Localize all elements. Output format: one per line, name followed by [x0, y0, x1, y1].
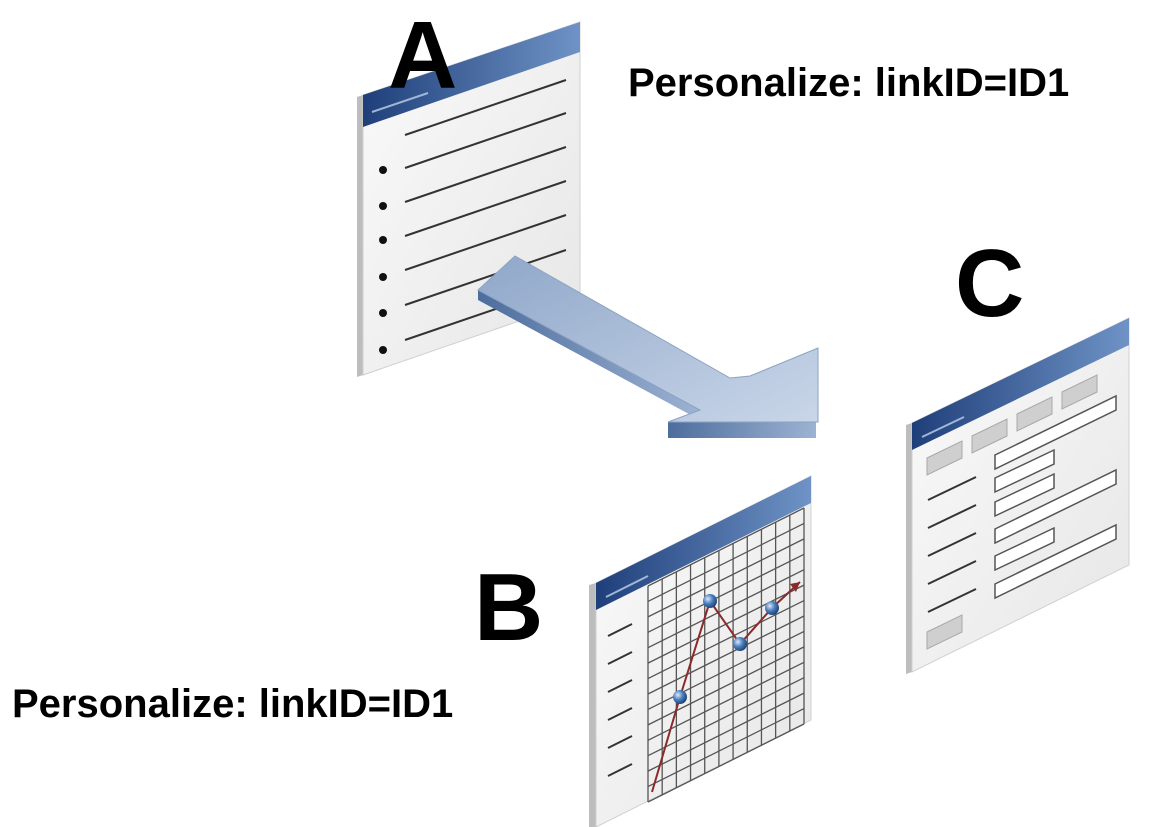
- page-c-input-fields: [994, 394, 1117, 600]
- grid-line-horizontal: [647, 507, 805, 587]
- grid-line-horizontal: [647, 723, 805, 803]
- grid-line-horizontal: [647, 615, 805, 695]
- grid-line-horizontal: [647, 677, 805, 757]
- page-b-label: B: [474, 554, 544, 661]
- page-b-chart-grid: [647, 507, 805, 803]
- page-c-label: C: [955, 230, 1025, 337]
- grid-line-horizontal: [647, 646, 805, 726]
- grid-line-horizontal: [647, 553, 805, 633]
- page-c-form-icon[interactable]: [906, 317, 1130, 674]
- page-c-tab-buttons: [926, 374, 1098, 476]
- page-c-submit-button: [926, 614, 963, 650]
- page-b-caption: Personalize: linkID=ID1: [12, 682, 454, 726]
- page-c-field-labels: [927, 476, 977, 613]
- grid-line-horizontal: [647, 599, 805, 680]
- grid-line-horizontal: [647, 692, 805, 772]
- navigation-arrow-icon: [477, 255, 819, 438]
- page-b-chart-series: [651, 581, 801, 793]
- page-a-label: A: [388, 2, 458, 109]
- page-b-chart-icon[interactable]: [589, 475, 812, 827]
- grid-line-horizontal: [647, 538, 805, 618]
- page-b-side-rows: [607, 623, 633, 777]
- grid-line-horizontal: [647, 707, 805, 788]
- grid-line-horizontal: [647, 661, 805, 741]
- page-a-caption: Personalize: linkID=ID1: [628, 61, 1070, 105]
- grid-line-horizontal: [647, 522, 805, 603]
- grid-line-horizontal: [647, 569, 805, 649]
